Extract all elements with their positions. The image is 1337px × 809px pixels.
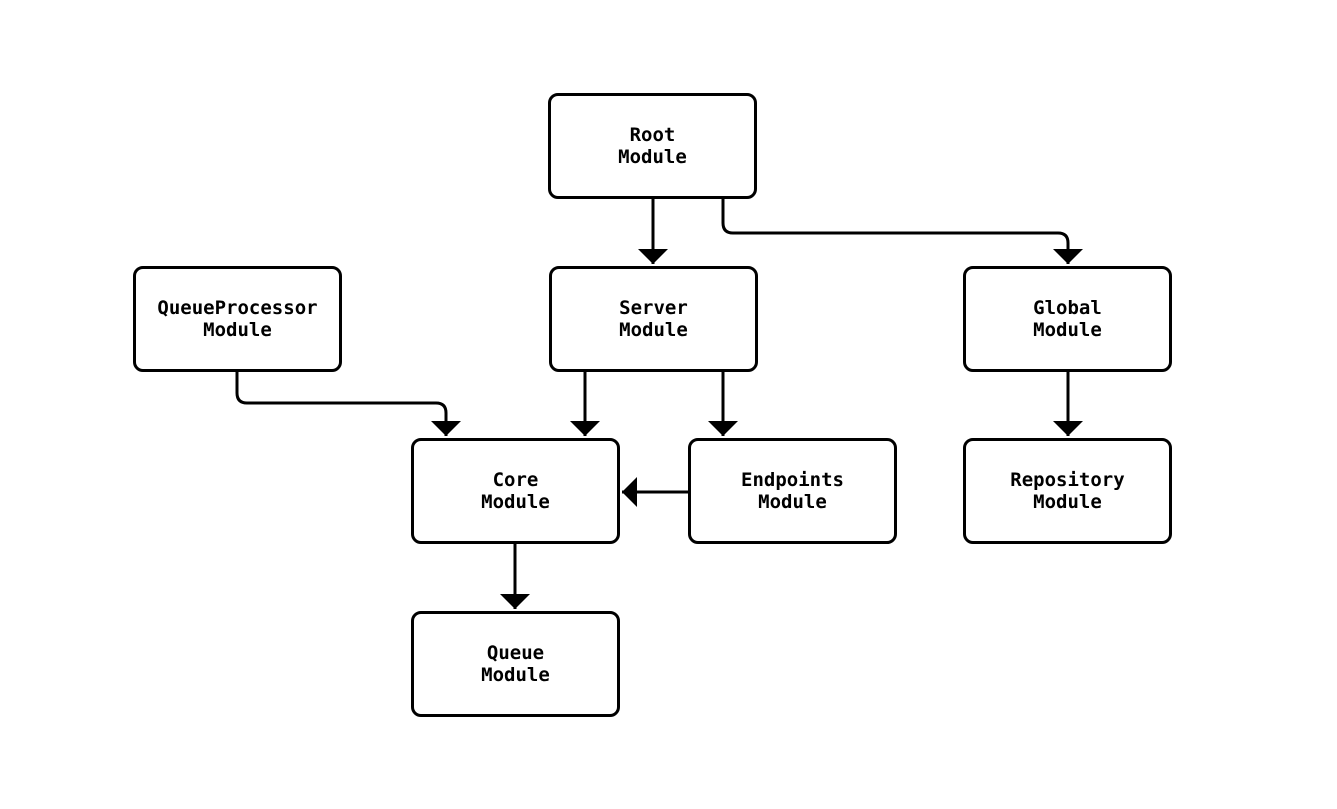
node-label-line: Module	[758, 491, 827, 513]
node-label-line: Module	[1033, 491, 1102, 513]
node-server-module: Server Module	[549, 266, 758, 372]
node-core-module: Core Module	[411, 438, 620, 544]
node-label-line: Global	[1033, 297, 1102, 319]
node-label-line: Repository	[1010, 469, 1125, 491]
node-label-line: QueueProcessor	[157, 297, 318, 319]
node-global-module: Global Module	[963, 266, 1172, 372]
node-queueprocessor-module: QueueProcessor Module	[133, 266, 342, 372]
node-endpoints-module: Endpoints Module	[688, 438, 897, 544]
node-label-line: Module	[618, 146, 687, 168]
node-label-line: Root	[629, 124, 676, 146]
edge-queueprocessor-to-core	[235, 372, 461, 436]
node-root-module: Root Module	[548, 93, 757, 199]
node-label-line: Module	[481, 664, 550, 686]
node-label-line: Module	[481, 491, 550, 513]
node-label-line: Core	[492, 469, 539, 491]
node-queue-module: Queue Module	[411, 611, 620, 717]
node-repository-module: Repository Module	[963, 438, 1172, 544]
edge-root-to-global	[721, 199, 1083, 264]
node-label-line: Module	[203, 319, 272, 341]
node-label-line: Server	[619, 297, 688, 319]
node-label-line: Module	[619, 319, 688, 341]
node-label-line: Endpoints	[741, 469, 844, 491]
node-label-line: Queue	[486, 642, 545, 664]
node-label-line: Module	[1033, 319, 1102, 341]
